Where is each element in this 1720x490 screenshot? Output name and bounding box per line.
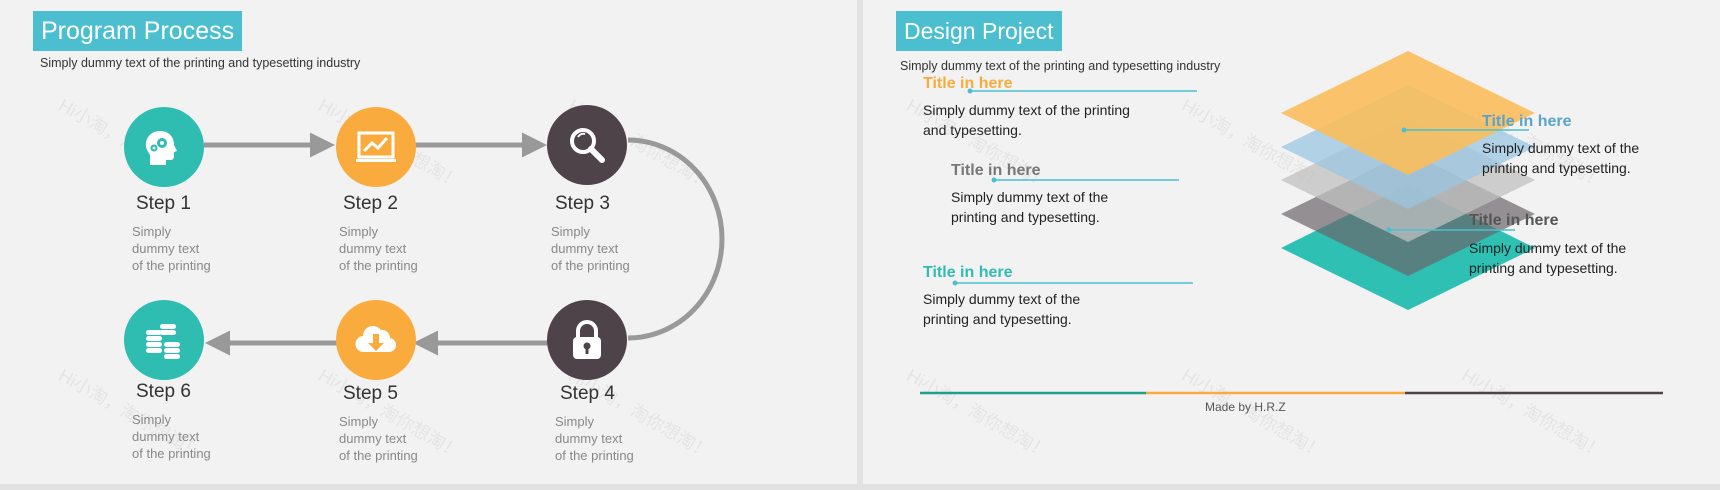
item1-text: Simply dummy text of the printing and ty… (923, 102, 1130, 138)
footer-credit: Made by H.R.Z (1205, 400, 1286, 414)
step6-circle (124, 300, 204, 380)
lock-icon (573, 320, 601, 359)
step1-description: Simply dummy text of the printing (132, 224, 211, 273)
step6-label: Step 6 (136, 381, 191, 402)
chart-monitor-icon (356, 131, 396, 162)
magnifier-icon (570, 128, 605, 163)
layer-stack-diagram (920, 51, 1663, 395)
cloud-download-icon (355, 326, 397, 353)
step2-description: Simply dummy text of the printing (339, 224, 418, 273)
step3-circle (547, 105, 627, 185)
step3-description: Simply dummy text of the printing (551, 224, 630, 273)
slide-subtitle: Simply dummy text of the printing and ty… (900, 59, 1221, 73)
step4-label: Step 4 (560, 383, 615, 404)
item5-title: Title in here (1469, 212, 1559, 229)
connector-dot (1386, 227, 1392, 233)
item4-text: Simply dummy text of the printing and ty… (1482, 140, 1640, 176)
item2-title: Title in here (951, 162, 1041, 179)
curve-step3-step4 (627, 137, 725, 341)
item5-text: Simply dummy text of the printing and ty… (1469, 240, 1627, 276)
step4-description: Simply dummy text of the printing (555, 414, 634, 463)
slide-title: Design Project (896, 11, 1062, 51)
connector-dot (967, 88, 973, 94)
slide-title: Program Process (33, 11, 243, 51)
item4-title: Title in here (1482, 113, 1572, 130)
item3-text: Simply dummy text of the printing and ty… (923, 291, 1081, 327)
step2-label: Step 2 (343, 193, 398, 214)
connector-dot (991, 177, 997, 183)
connector-dot (1401, 127, 1407, 133)
coins-icon (146, 324, 180, 359)
process-connectors (204, 132, 725, 356)
connector-dot (952, 280, 958, 286)
step6-description: Simply dummy text of the printing (132, 412, 211, 461)
head-gears-icon (145, 131, 177, 165)
step5-description: Simply dummy text of the printing (339, 414, 418, 463)
item3-title: Title in here (923, 264, 1013, 281)
step2-circle (336, 107, 416, 187)
item2-text: Simply dummy text of the printing and ty… (951, 189, 1109, 225)
design-project-slide: Hi小淘，淘你想淘！ Hi小淘，淘你想淘！ Hi小淘，淘你想淘！ Hi小淘，淘你… (863, 0, 1720, 484)
step1-label: Step 1 (136, 193, 191, 214)
step5-label: Step 5 (343, 383, 398, 404)
layer-orange (1281, 51, 1535, 175)
step5-circle (336, 300, 416, 380)
program-process-slide: Hi小淘，淘你想淘！ Hi小淘，淘你想淘！ Hi小淘，淘你想淘！ Hi小淘，淘你… (0, 0, 857, 484)
step1-circle (124, 107, 204, 187)
slide-subtitle: Simply dummy text of the printing and ty… (40, 56, 361, 70)
item1-title: Title in here (923, 75, 1013, 92)
step4-circle (547, 300, 627, 380)
step3-label: Step 3 (555, 193, 610, 214)
